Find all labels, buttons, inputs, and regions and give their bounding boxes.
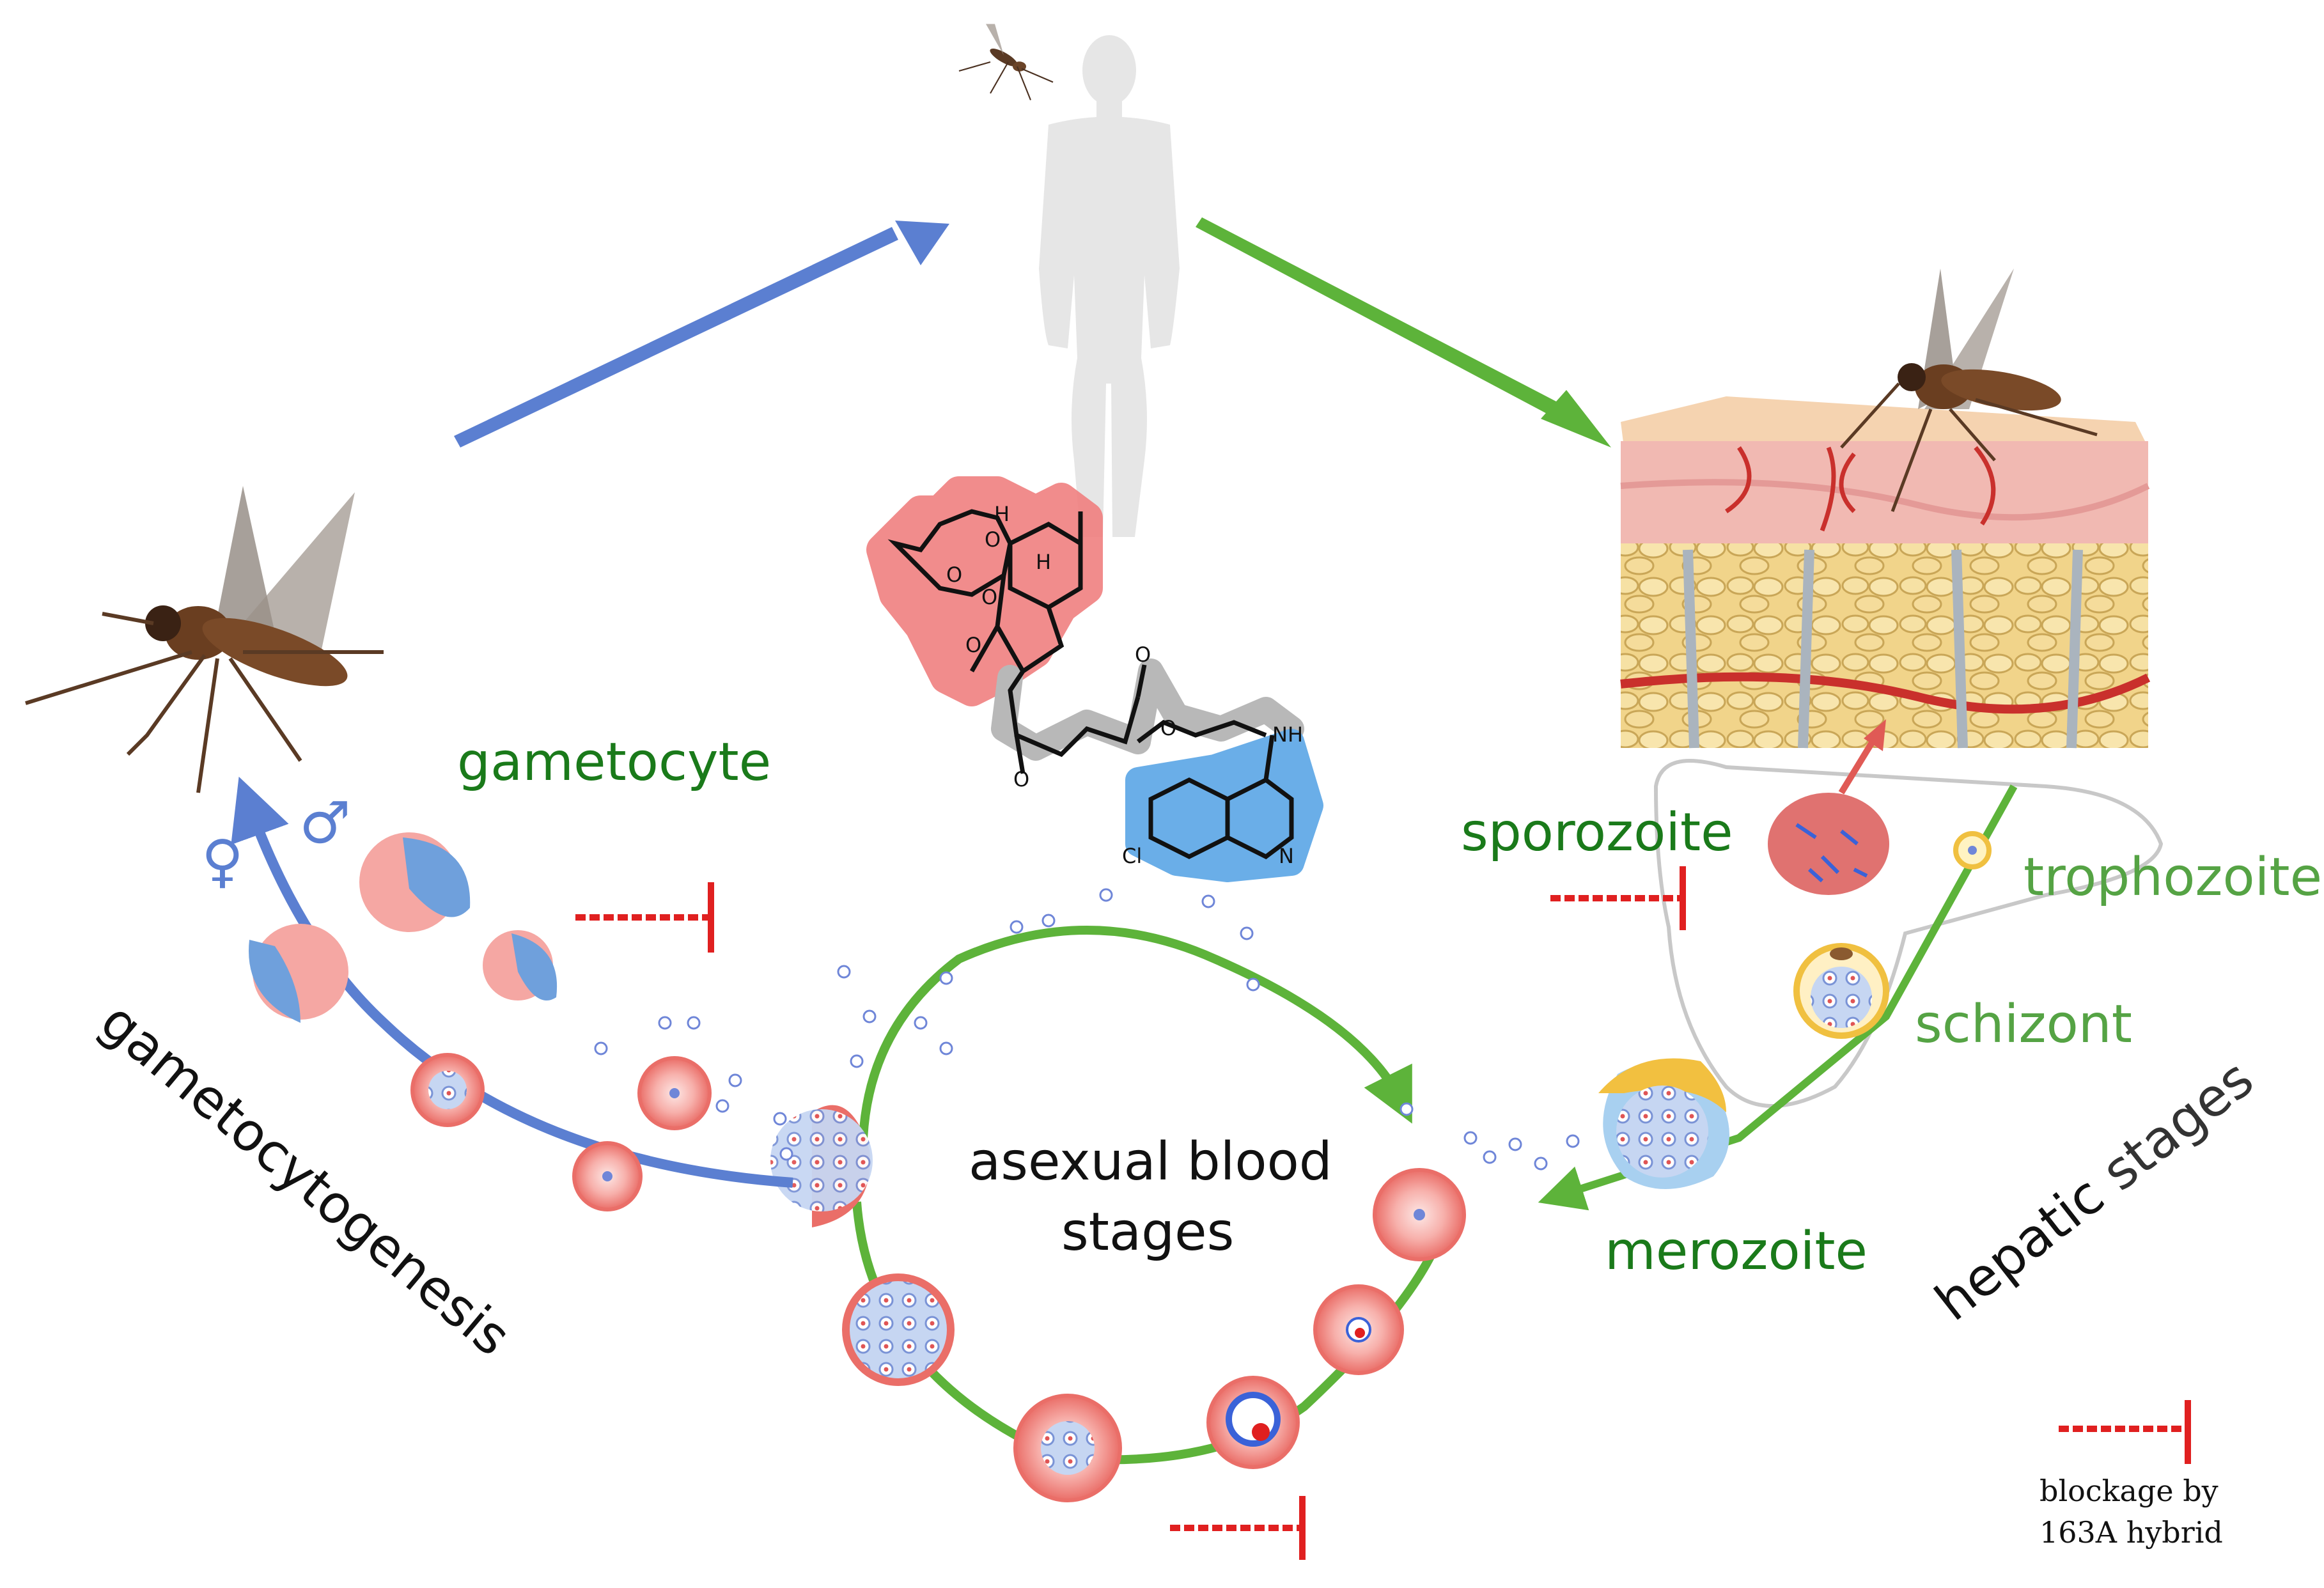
- schizont-cell: [1793, 943, 1889, 1039]
- blue-arrow-to-human: [454, 221, 949, 448]
- trophozoite-cell: [1953, 831, 1992, 869]
- atom-o6: O: [1135, 642, 1151, 667]
- legend-line2: 163A hybrid: [2039, 1515, 2223, 1550]
- atom-o3: O: [981, 585, 997, 609]
- label-trophozoite: trophozoite: [2024, 847, 2323, 908]
- inhibition-bar-icon-sporozoite: [1550, 866, 1686, 930]
- female-symbol-icon: ♀: [201, 828, 244, 895]
- atom-h1: H: [994, 502, 1010, 526]
- sporozoite-cell: [1768, 793, 1889, 895]
- merozoite-cell: [1598, 1058, 1729, 1189]
- red-arrow-to-skin: [1838, 733, 1880, 795]
- free-merozoites: [594, 888, 1580, 1171]
- inhibition-bar-icon-asexual: [1170, 1496, 1306, 1560]
- label-schizont: schizont: [1915, 994, 2132, 1055]
- mosquito-icon-small: [958, 24, 1054, 100]
- label-gametocyte: gametocyte: [457, 732, 772, 793]
- red-blood-cell-icon: [770, 1105, 1466, 1502]
- atom-o4: O: [965, 633, 981, 657]
- atom-o5: O: [1013, 767, 1029, 791]
- atom-h2: H: [1036, 550, 1051, 574]
- asexual-cycle-ring: [858, 926, 1412, 1171]
- male-symbol-icon: ♂: [299, 790, 351, 857]
- human-silhouette-icon: [1039, 35, 1180, 537]
- mosquito-icon-left: [25, 486, 384, 793]
- legend-line1: blockage by: [2039, 1474, 2219, 1508]
- green-arrow-to-skin: [1196, 217, 1611, 448]
- gametocyte-cells: [249, 832, 712, 1211]
- label-asexual-line1: asexual blood: [969, 1132, 1332, 1192]
- atom-o1: O: [985, 527, 1001, 552]
- inhibition-bar-icon-gametocyte: [575, 882, 714, 953]
- hybrid-molecule: O O O O O O O H H NH N Cl: [866, 476, 1323, 882]
- label-asexual-line2: stages: [1061, 1202, 1235, 1263]
- label-merozoite: merozoite: [1605, 1221, 1868, 1282]
- atom-o2: O: [946, 563, 962, 587]
- label-sporozoite: sporozoite: [1461, 802, 1733, 863]
- red-arrow-head: [1864, 719, 1886, 751]
- atom-nh: NH: [1272, 722, 1303, 747]
- atom-n: N: [1279, 844, 1294, 868]
- atom-o7: O: [1160, 716, 1176, 740]
- legend-inhibition-bar-icon: [2059, 1400, 2191, 1464]
- atom-cl: Cl: [1122, 844, 1142, 868]
- gametocytogenesis-arrow: [231, 776, 793, 1188]
- mosquito-icon-right: [1840, 269, 2098, 512]
- skin-tissue-icon: [1620, 396, 2151, 749]
